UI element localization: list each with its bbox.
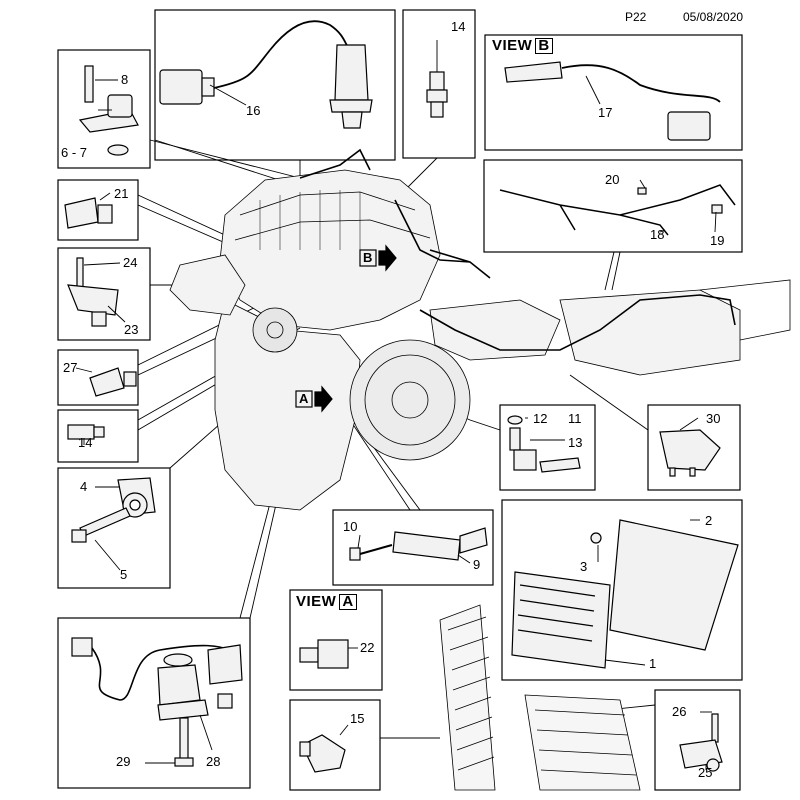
sensor-11-13-drawing [507,415,581,473]
view-b-letter: B [535,38,553,54]
ref-23: 23 [124,322,139,337]
ref-30: 30 [706,411,721,426]
knock-sensor-drawing [71,477,156,543]
ref-12: 12 [533,411,548,426]
ref-10: 10 [343,519,358,534]
box-sensor-25-26 [654,689,741,791]
view-a-word: VIEW [296,593,337,610]
box-sensor-6-8 [57,49,151,169]
harness-18-20-drawing [499,184,736,236]
marker-a-frame [295,385,333,413]
box-sensor-27 [57,349,139,406]
box-knock-sensor-4-5 [57,467,171,589]
ref-22: 22 [360,640,375,655]
page-number: P22 [625,10,647,24]
ref-14-top: 14 [451,19,466,34]
ref-28: 28 [206,754,221,769]
ref-11: 11 [568,411,582,426]
sensor-27-drawing [89,367,137,397]
box-crank-sensor-9-10 [332,509,494,586]
ref-6-7: 6 - 7 [61,145,88,160]
box-sensor-15 [289,699,381,791]
ref-24: 24 [123,255,138,270]
crank-sensor-drawing [349,527,488,561]
ref-5: 5 [120,567,128,582]
ref-26: 26 [672,704,687,719]
box-sensor-14-left [57,409,139,463]
box-sensor-28-29 [57,617,251,789]
ref-4: 4 [80,479,88,494]
view-b-word: VIEW [492,37,533,54]
box-view-b [484,34,743,151]
sensor-15-drawing [299,734,346,773]
box-oxygen-sensor-16 [154,9,396,161]
ref-16: 16 [246,103,261,118]
box-harness-18-20 [483,159,743,253]
sensor-25-26-drawing [679,713,723,772]
ecu-drawing [511,519,739,669]
oxygen-sensor-16-drawing [159,20,373,129]
sensor-23-24-drawing [67,257,119,327]
sensor-28-29-drawing [71,637,243,767]
ref-3: 3 [580,559,588,574]
engine-assembly [169,169,791,511]
ref-29: 29 [116,754,131,769]
sensor-6-8-drawing [78,65,139,156]
label-leaders [75,40,717,770]
radiator [439,604,641,791]
ref-14-left: 14 [78,435,93,450]
ref-20: 20 [605,172,620,187]
engine-marker-a: A [299,391,309,406]
box-sensor-23-24 [57,247,151,341]
ref-19: 19 [710,233,725,248]
sensor-21-drawing [64,197,113,229]
ref-8: 8 [121,72,129,87]
box-sensor-14-top [402,9,476,159]
box-sensor-11-13 [499,404,596,491]
sensor-22-drawing [299,639,349,669]
ref-13: 13 [568,435,583,450]
ref-9: 9 [473,557,481,572]
ref-25: 25 [698,765,713,780]
box-sensor-21 [57,179,139,241]
ref-18: 18 [650,227,665,242]
engine-marker-b: B [363,250,373,265]
ref-15: 15 [350,711,365,726]
revision-date: 05/08/2020 [683,10,744,24]
oxygen-sensor-17-drawing [504,61,721,141]
ref-27: 27 [63,360,78,375]
box-ecu-1-3 [501,499,743,681]
pressure-sensor-30-drawing [659,429,721,477]
engine-harness [299,148,736,351]
ref-2: 2 [705,513,713,528]
box-pressure-sensor-30 [647,404,741,491]
ref-1: 1 [649,656,657,671]
box-view-a [289,589,383,691]
sensor-14-left-drawing [67,424,105,440]
ref-17: 17 [598,105,613,120]
sensor-14-top-drawing [426,71,448,118]
view-a-letter: A [339,594,357,610]
marker-b-frame [359,244,397,272]
ref-21: 21 [114,186,129,201]
